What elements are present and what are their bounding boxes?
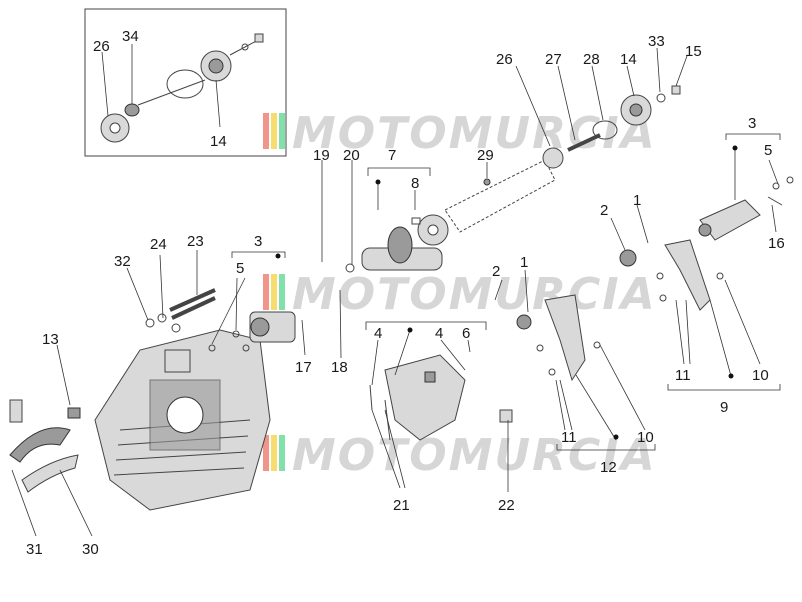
callout-22: 22 bbox=[498, 497, 515, 514]
inset-o-ring bbox=[166, 69, 204, 99]
callout-8: 8 bbox=[411, 175, 419, 192]
callout-2: 2 bbox=[492, 263, 500, 280]
cam-chain-guides bbox=[9, 399, 81, 493]
callout-31: 31 bbox=[26, 541, 43, 558]
callout-7: 7 bbox=[388, 147, 396, 164]
callout-14: 14 bbox=[210, 133, 227, 150]
callout-10: 10 bbox=[752, 367, 769, 384]
callout-33: 33 bbox=[648, 33, 665, 50]
svg-text:MOTOMURCIA: MOTOMURCIA bbox=[292, 269, 657, 320]
cam-sprocket-assembly bbox=[542, 85, 681, 169]
callout-12: 12 bbox=[600, 459, 617, 476]
callout-5: 5 bbox=[236, 260, 244, 277]
callout-6: 6 bbox=[462, 325, 470, 342]
callout-16: 16 bbox=[768, 235, 785, 252]
callout-11: 11 bbox=[561, 429, 577, 446]
watermark-middle: MOTOMURCIA bbox=[263, 269, 657, 320]
watermark-bottom: MOTOMURCIA bbox=[263, 430, 657, 481]
callout-26: 26 bbox=[496, 51, 513, 68]
reference-dots bbox=[275, 145, 738, 440]
callout-1: 1 bbox=[633, 192, 641, 209]
callout-3: 3 bbox=[254, 233, 262, 250]
inset-washer bbox=[124, 103, 140, 117]
callout-9: 9 bbox=[720, 399, 728, 416]
callout-20: 20 bbox=[343, 147, 360, 164]
svg-text:MOTOMURCIA: MOTOMURCIA bbox=[292, 430, 657, 481]
rocker-arm-right bbox=[619, 176, 794, 311]
callout-5: 5 bbox=[764, 142, 772, 159]
rocker-support-center bbox=[369, 354, 513, 441]
studs bbox=[145, 288, 250, 352]
callout-17: 17 bbox=[295, 359, 312, 376]
callout-13: 13 bbox=[42, 331, 59, 348]
callout-2: 2 bbox=[600, 202, 608, 219]
callout-32: 32 bbox=[114, 253, 131, 270]
callout-1: 1 bbox=[520, 254, 528, 271]
callout-21: 21 bbox=[393, 497, 410, 514]
rocker-assembly-left bbox=[249, 311, 296, 343]
callout-30: 30 bbox=[82, 541, 99, 558]
callout-4: 4 bbox=[374, 325, 382, 342]
callout-28: 28 bbox=[583, 51, 600, 68]
callout-3: 3 bbox=[748, 115, 756, 132]
cam-housing bbox=[444, 159, 556, 233]
rocker-arm-center bbox=[516, 294, 601, 382]
callout-11: 11 bbox=[675, 367, 691, 384]
callout-24: 24 bbox=[150, 236, 167, 253]
callout-26: 26 bbox=[93, 38, 110, 55]
callout-29: 29 bbox=[477, 147, 494, 164]
callout-23: 23 bbox=[187, 233, 204, 250]
callout-10: 10 bbox=[637, 429, 654, 446]
callout-18: 18 bbox=[331, 359, 348, 376]
leader-lines bbox=[11, 44, 781, 537]
callout-27: 27 bbox=[545, 51, 562, 68]
camshaft bbox=[345, 214, 449, 273]
inset-detail-box bbox=[84, 8, 287, 157]
callout-labels: 26 34 14 26 27 28 14 33 15 19 20 7 8 29 … bbox=[26, 28, 785, 558]
cylinder-head bbox=[94, 329, 271, 511]
callout-34: 34 bbox=[122, 28, 139, 45]
callout-19: 19 bbox=[313, 147, 330, 164]
callout-4: 4 bbox=[435, 325, 443, 342]
callout-14: 14 bbox=[620, 51, 637, 68]
callout-15: 15 bbox=[685, 43, 702, 60]
